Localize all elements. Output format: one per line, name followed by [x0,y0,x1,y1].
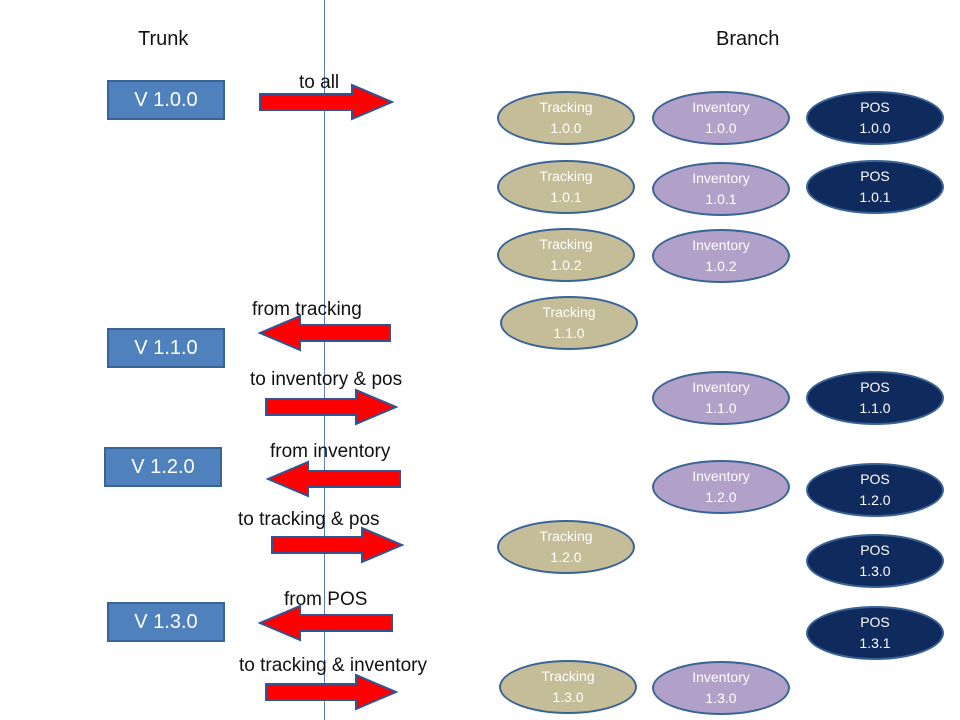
node-version: 1.0.1 [550,189,582,205]
pos-node-1-3-0: POS 1.3.0 [806,534,944,588]
inventory-node-1-1-0: Inventory 1.1.0 [652,371,790,425]
node-name: POS [860,99,890,115]
branch-heading: Branch [716,28,780,50]
trunk-version-1-2-0: V 1.2.0 [104,447,222,487]
node-name: Inventory [692,99,750,115]
node-name: Inventory [692,379,750,395]
arrow-right-to-all [259,83,394,121]
pos-node-1-1-0: POS 1.1.0 [806,371,944,425]
node-version: 1.0.2 [550,257,582,273]
node-version: 1.1.0 [859,400,891,416]
arrow-label-from-inventory: from inventory [270,441,391,462]
node-name: POS [860,168,890,184]
trunk-heading: Trunk [138,28,189,50]
pos-node-1-3-1: POS 1.3.1 [806,606,944,660]
trunk-version-1-1-0: V 1.1.0 [107,328,225,368]
node-version: 1.0.1 [705,191,737,207]
arrow-label-from-pos: from POS [284,589,368,610]
node-name: Tracking [539,236,593,252]
node-name: Inventory [692,468,750,484]
node-version: 1.2.0 [859,492,891,508]
inventory-node-1-3-0: Inventory 1.3.0 [652,661,790,715]
arrow-left-from-tracking [258,314,391,352]
node-name: Tracking [539,168,593,184]
inventory-node-1-0-1: Inventory 1.0.1 [652,162,790,216]
arrow-left-from-inventory [266,460,401,498]
inventory-node-1-0-2: Inventory 1.0.2 [652,229,790,283]
node-version: 1.2.0 [550,549,582,565]
node-version: 1.0.0 [550,120,582,136]
node-version: 1.0.2 [705,258,737,274]
pos-node-1-0-0: POS 1.0.0 [806,91,944,145]
tracking-node-1-0-2: Tracking 1.0.2 [497,228,635,282]
node-version: 1.3.1 [859,635,891,651]
node-version: 1.0.1 [859,189,891,205]
node-name: Tracking [542,304,596,320]
node-name: Tracking [539,99,593,115]
node-version: 1.2.0 [705,489,737,505]
trunk-branch-divider [324,0,325,720]
node-version: 1.1.0 [553,325,585,341]
inventory-node-1-0-0: Inventory 1.0.0 [652,91,790,145]
pos-node-1-0-1: POS 1.0.1 [806,160,944,214]
tracking-node-1-2-0: Tracking 1.2.0 [497,520,635,574]
arrow-left-from-pos [258,604,393,642]
arrow-label-to-inventory-pos: to inventory & pos [250,369,403,390]
node-name: Inventory [692,170,750,186]
node-name: POS [860,542,890,558]
node-name: Tracking [541,668,595,684]
node-version: 1.0.0 [859,120,891,136]
arrow-label-to-tracking-pos: to tracking & pos [238,509,380,530]
node-name: POS [860,471,890,487]
arrow-label-to-tracking-inventory: to tracking & inventory [239,655,427,676]
arrow-right-to-tracking-inventory [265,673,398,711]
pos-node-1-2-0: POS 1.2.0 [806,463,944,517]
tracking-node-1-0-1: Tracking 1.0.1 [497,160,635,214]
node-version: 1.1.0 [705,400,737,416]
node-name: POS [860,379,890,395]
tracking-node-1-3-0: Tracking 1.3.0 [499,660,637,714]
node-name: Tracking [539,528,593,544]
node-name: POS [860,614,890,630]
arrow-right-to-tracking-pos [271,526,404,564]
node-version: 1.0.0 [705,120,737,136]
arrow-right-to-inventory-pos [265,388,398,426]
arrow-label-to-all: to all [299,72,340,93]
node-version: 1.3.0 [859,563,891,579]
node-version: 1.3.0 [705,690,737,706]
node-name: Inventory [692,669,750,685]
trunk-version-1-3-0: V 1.3.0 [107,602,225,642]
arrow-label-from-tracking: from tracking [252,299,362,320]
node-version: 1.3.0 [552,689,584,705]
inventory-node-1-2-0: Inventory 1.2.0 [652,460,790,514]
tracking-node-1-1-0: Tracking 1.1.0 [500,296,638,350]
node-name: Inventory [692,237,750,253]
tracking-node-1-0-0: Tracking 1.0.0 [497,91,635,145]
trunk-version-1-0-0: V 1.0.0 [107,80,225,120]
